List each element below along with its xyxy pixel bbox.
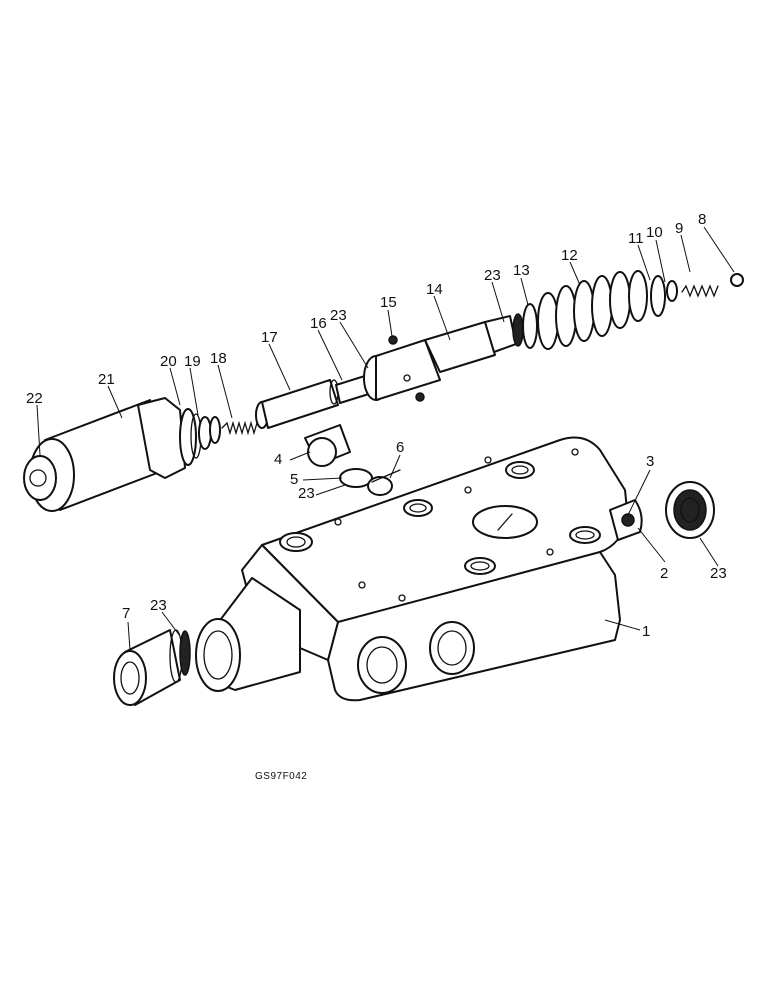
callout-15: 15 xyxy=(380,294,397,311)
callout-8: 8 xyxy=(698,211,706,228)
callout-14: 14 xyxy=(426,281,443,298)
callout-16: 16 xyxy=(310,315,327,332)
spool xyxy=(261,374,373,429)
valve-body xyxy=(195,436,629,702)
callout-2: 2 xyxy=(660,565,668,582)
plug xyxy=(113,629,191,706)
callout-20: 20 xyxy=(160,353,177,370)
callout-11: 11 xyxy=(628,230,644,247)
callout-17: 17 xyxy=(261,329,278,346)
sleeve xyxy=(363,313,524,402)
callout-3: 3 xyxy=(646,453,654,470)
leader-lines xyxy=(36,226,735,651)
callout-18: 18 xyxy=(210,350,227,367)
relief-cartridge xyxy=(23,397,202,512)
callout-4: 4 xyxy=(274,451,282,468)
spring-stack xyxy=(522,270,648,350)
callout-9: 9 xyxy=(675,220,683,237)
callout-19: 19 xyxy=(184,353,201,370)
callout-12: 12 xyxy=(561,247,578,264)
callout-21: 21 xyxy=(98,371,115,388)
end-cap-assembly xyxy=(609,481,715,541)
check-fitting xyxy=(304,424,401,496)
callout-13: 13 xyxy=(513,262,530,279)
callout-23-fitting: 23 xyxy=(298,485,315,502)
end-parts xyxy=(650,273,744,317)
spring-and-washers xyxy=(198,401,269,450)
callout-1: 1 xyxy=(642,623,650,640)
callout-23-spool: 23 xyxy=(330,307,347,324)
callout-22: 22 xyxy=(26,390,43,407)
callout-10: 10 xyxy=(646,224,663,241)
callout-6: 6 xyxy=(396,439,404,456)
callout-5: 5 xyxy=(290,471,298,488)
callout-23-sleeve: 23 xyxy=(484,267,501,284)
reference-code: GS97F042 xyxy=(255,771,307,782)
callout-labels: 1 2 3 4 5 6 7 8 9 10 11 12 13 14 15 16 1… xyxy=(26,211,727,640)
callout-7: 7 xyxy=(122,605,130,622)
callout-23-plug: 23 xyxy=(150,597,167,614)
callout-23-cap: 23 xyxy=(710,565,727,582)
